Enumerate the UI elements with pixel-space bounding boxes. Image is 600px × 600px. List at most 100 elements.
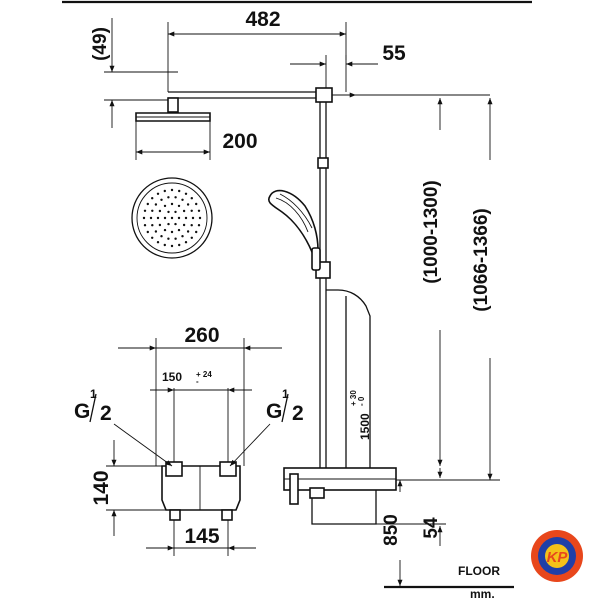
nozzle-dot	[156, 216, 160, 220]
nozzle-dot	[146, 230, 149, 234]
top-offset-label: (49)	[90, 27, 111, 61]
wall-height-dimension: 1500 + 30 - 0	[349, 390, 372, 440]
overhead-shower-side	[135, 112, 211, 122]
svg-text:1: 1	[90, 387, 97, 401]
nozzle-dot	[170, 230, 174, 234]
nozzle-dot	[186, 203, 190, 206]
shower-panel	[326, 289, 371, 470]
nozzle-dot	[197, 224, 201, 227]
nozzle-dot	[156, 241, 160, 244]
arm-length-dimension: 482	[167, 8, 347, 92]
nozzle-dot	[198, 216, 202, 220]
svg-text:2: 2	[100, 402, 112, 425]
outlet-spacing-label: 145	[184, 525, 219, 548]
body-height-dimension: 140	[90, 440, 166, 536]
nozzle-dot	[174, 237, 177, 240]
nozzle-dot	[163, 228, 167, 232]
nozzle-dot	[143, 209, 147, 212]
nozzle-dot	[177, 216, 181, 220]
riser-rail	[315, 102, 331, 488]
center-spacing-label: 150	[162, 370, 182, 384]
nozzle-dot	[191, 216, 195, 220]
mixer-height-dimension: 850	[381, 480, 403, 586]
nozzle-dot	[177, 204, 181, 208]
svg-text:G: G	[74, 400, 90, 423]
nozzle-dot	[177, 228, 181, 232]
shower-arm	[167, 87, 356, 113]
nozzle-dot	[184, 241, 188, 244]
nozzle-dot	[170, 188, 174, 192]
nozzle-dot	[190, 224, 193, 227]
total-range-label: (1066-1366)	[471, 208, 492, 312]
nozzle-dot	[195, 230, 198, 234]
nozzle-dot	[184, 216, 188, 220]
nozzle-dot	[160, 198, 163, 201]
hand-shower	[267, 189, 321, 271]
center-spacing-dimension: 150 + 24 -	[150, 370, 252, 462]
nozzle-dot	[154, 203, 158, 206]
thread-label-left: G 1 2	[74, 387, 173, 467]
nozzle-dot	[190, 209, 193, 212]
nozzle-dot	[174, 196, 177, 199]
nozzle-dot	[142, 216, 146, 220]
wall-tolerance-minus: - 0	[357, 396, 366, 406]
outlet-spacing-dimension: 145	[146, 520, 256, 556]
mixer-height-label: 850	[381, 514, 402, 546]
wall-height-label: 1500	[358, 413, 372, 440]
nozzle-dot	[197, 209, 201, 212]
nozzle-dot	[163, 204, 167, 208]
rail-range-label: (1000-1300)	[421, 180, 442, 284]
bracket-gap-label: 55	[382, 42, 406, 65]
nozzle-dot	[160, 235, 163, 238]
nozzle-dot	[163, 189, 166, 193]
nozzle-dot	[186, 230, 190, 233]
nozzle-dot	[170, 216, 174, 220]
svg-text:G: G	[266, 400, 282, 423]
nozzle-dot	[156, 192, 160, 195]
nozzle-dot	[151, 224, 154, 227]
wall-tolerance-plus: + 30	[349, 390, 358, 406]
nozzle-dot	[181, 235, 184, 238]
rail-range-dimension: (1000-1300)	[332, 94, 490, 466]
rail-offset-label: 54	[421, 517, 442, 539]
total-range-dimension: (1066-1366)	[396, 98, 500, 481]
nozzle-dot	[170, 202, 174, 206]
overhead-shower-front	[131, 177, 213, 259]
head-diameter-dimension: 200	[135, 121, 258, 160]
logo-text: KP	[547, 549, 569, 566]
center-tolerance-minus: -	[196, 377, 199, 386]
nozzle-dot	[170, 244, 174, 248]
floor: FLOOR mm.	[384, 564, 514, 600]
nozzle-dot	[181, 198, 184, 201]
nozzle-dot	[154, 230, 158, 233]
floor-label: FLOOR	[458, 564, 500, 578]
nozzle-dot	[167, 196, 170, 199]
thermostat-mixer-front	[161, 461, 241, 521]
nozzle-dot	[174, 222, 177, 226]
nozzle-dot	[151, 197, 154, 200]
brand-logo: KP	[531, 530, 583, 582]
nozzle-dot	[163, 243, 166, 247]
nozzle-dot	[184, 192, 188, 195]
thread-label-right: G 1 2	[229, 387, 304, 467]
nozzle-dot	[143, 224, 147, 227]
svg-text:2: 2	[292, 402, 304, 425]
arm-length-label: 482	[245, 8, 280, 31]
nozzle-dot	[158, 209, 162, 213]
nozzle-pattern	[142, 188, 202, 248]
body-width-dimension: 260	[118, 324, 282, 466]
nozzle-dot	[167, 222, 170, 226]
nozzle-dot	[178, 243, 181, 247]
nozzle-dot	[174, 210, 177, 214]
nozzle-dot	[178, 189, 181, 193]
body-height-label: 140	[90, 470, 113, 505]
head-diameter-label: 200	[222, 130, 257, 153]
unit-label: mm.	[470, 587, 495, 600]
nozzle-dot	[190, 197, 193, 200]
nozzle-dot	[151, 209, 154, 212]
nozzle-dot	[182, 223, 186, 227]
nozzle-dot	[167, 210, 170, 214]
top-offset-dimension: (49)	[90, 18, 178, 128]
svg-text:1: 1	[282, 387, 289, 401]
nozzle-dot	[151, 236, 154, 239]
